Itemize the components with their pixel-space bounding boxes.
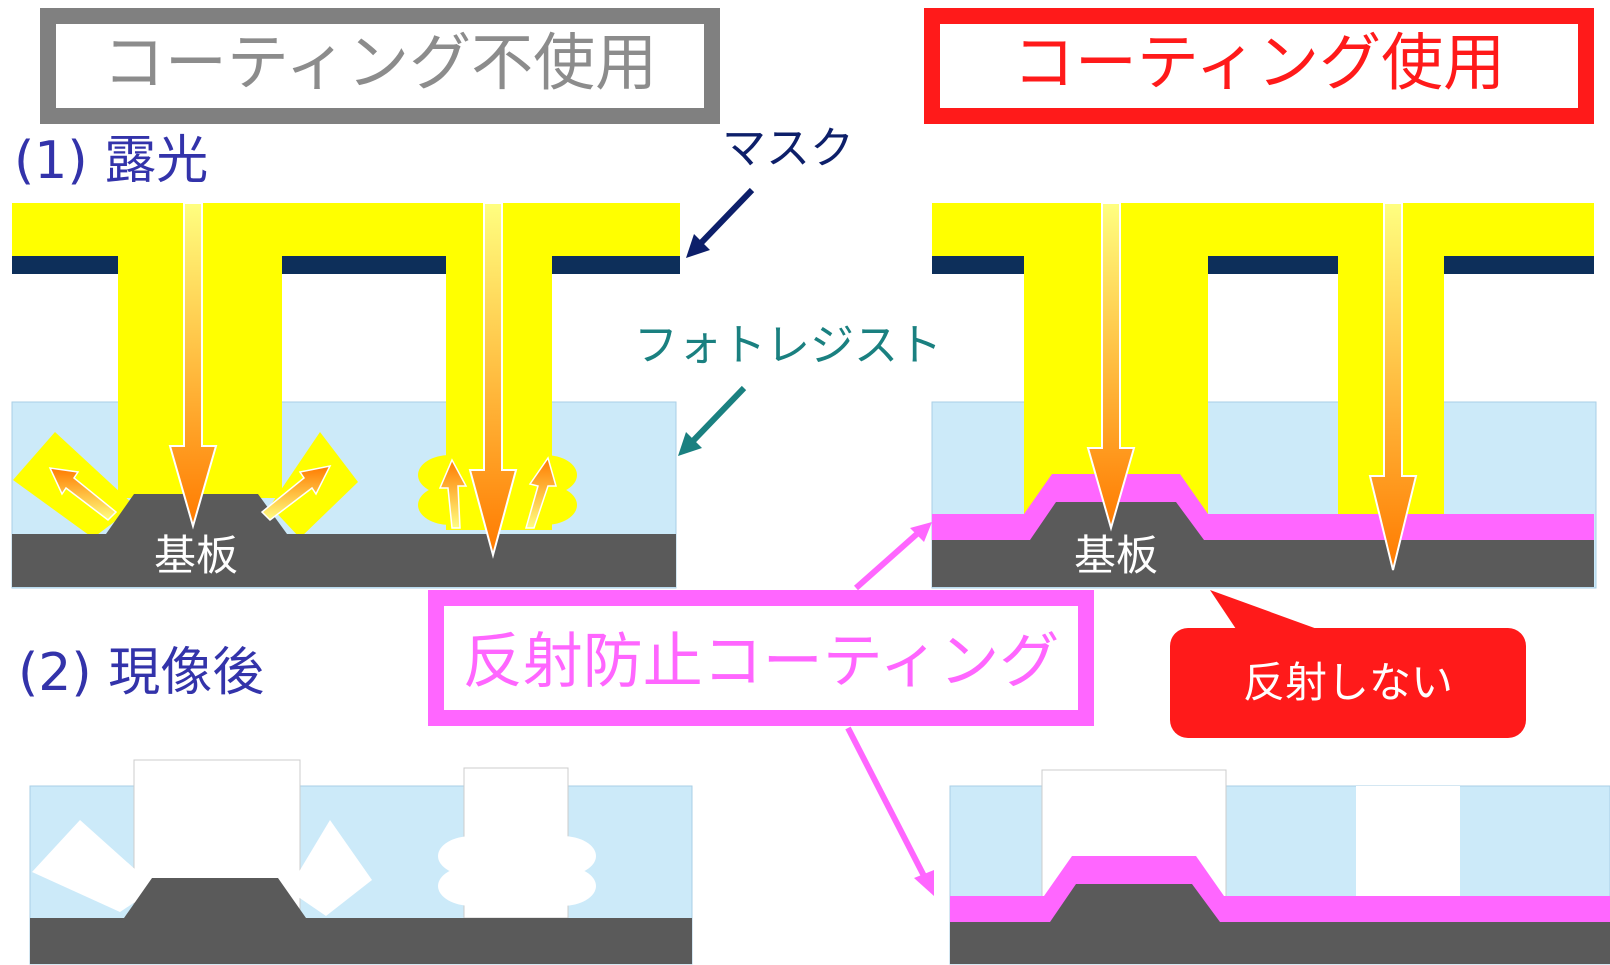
no-reflection-text: 反射しない: [1243, 658, 1453, 707]
left-reflected-arrow-3: [438, 458, 468, 529]
right-mask-segment-3: [1444, 256, 1594, 274]
right-substrate-label: 基板: [1074, 531, 1158, 580]
step-after-develop-label: (2) 現像後: [18, 643, 264, 703]
left-reflected-arrow-1: [48, 467, 118, 521]
step-exposure-label: (1) 露光: [14, 131, 208, 191]
left-incident-arrow-1: [168, 202, 218, 530]
left-mask-segment-2: [282, 256, 446, 274]
photoresist-pointer: [689, 385, 747, 445]
left-developed-substrate: [30, 878, 692, 964]
left-reflected-arrow-4: [525, 456, 557, 529]
mask-pointer: [697, 187, 755, 247]
left-exposure-panel: 基板: [11, 202, 680, 589]
left-substrate-label: 基板: [154, 531, 238, 580]
right-developed-opening-2: [1356, 786, 1460, 896]
no-reflection-callout: 反射しない: [1170, 590, 1526, 738]
right-light-band: [932, 203, 1594, 256]
arc-pointer-top: [854, 530, 920, 591]
arc-pointer-bottom: [845, 726, 927, 878]
left-developed-notch-2: [288, 820, 372, 916]
right-incident-arrow-2: [1368, 202, 1418, 571]
right-substrate: [932, 502, 1594, 587]
right-developed-substrate: [950, 884, 1610, 964]
right-developed-panel: [949, 769, 1610, 965]
left-mask-segment-1: [12, 256, 118, 274]
right-mask-segment-1: [932, 256, 1024, 274]
right-incident-arrow-1: [1086, 202, 1136, 532]
header-without-text: コーティング不使用: [103, 26, 657, 99]
arc-label-box: 反射防止コーティング: [428, 590, 1094, 726]
arc-label: 反射防止コーティング: [463, 627, 1059, 697]
right-exposure-panel: 基板: [931, 202, 1597, 589]
left-substrate: [12, 494, 676, 587]
photoresist-label: フォトレジスト: [634, 320, 942, 371]
mask-label: マスク: [722, 123, 854, 174]
left-reflected-arrow-2: [260, 464, 332, 521]
right-mask-segment-2: [1208, 256, 1338, 274]
left-incident-arrow-2: [468, 202, 518, 559]
header-without-coating: コーティング不使用: [40, 8, 720, 124]
left-developed-panel: [29, 759, 693, 965]
header-with-coating: コーティング使用: [924, 8, 1594, 124]
left-developed-notch-1: [32, 820, 156, 912]
left-light-band: [12, 203, 680, 256]
header-with-text: コーティング使用: [1013, 26, 1505, 99]
left-mask-segment-3: [552, 256, 680, 274]
